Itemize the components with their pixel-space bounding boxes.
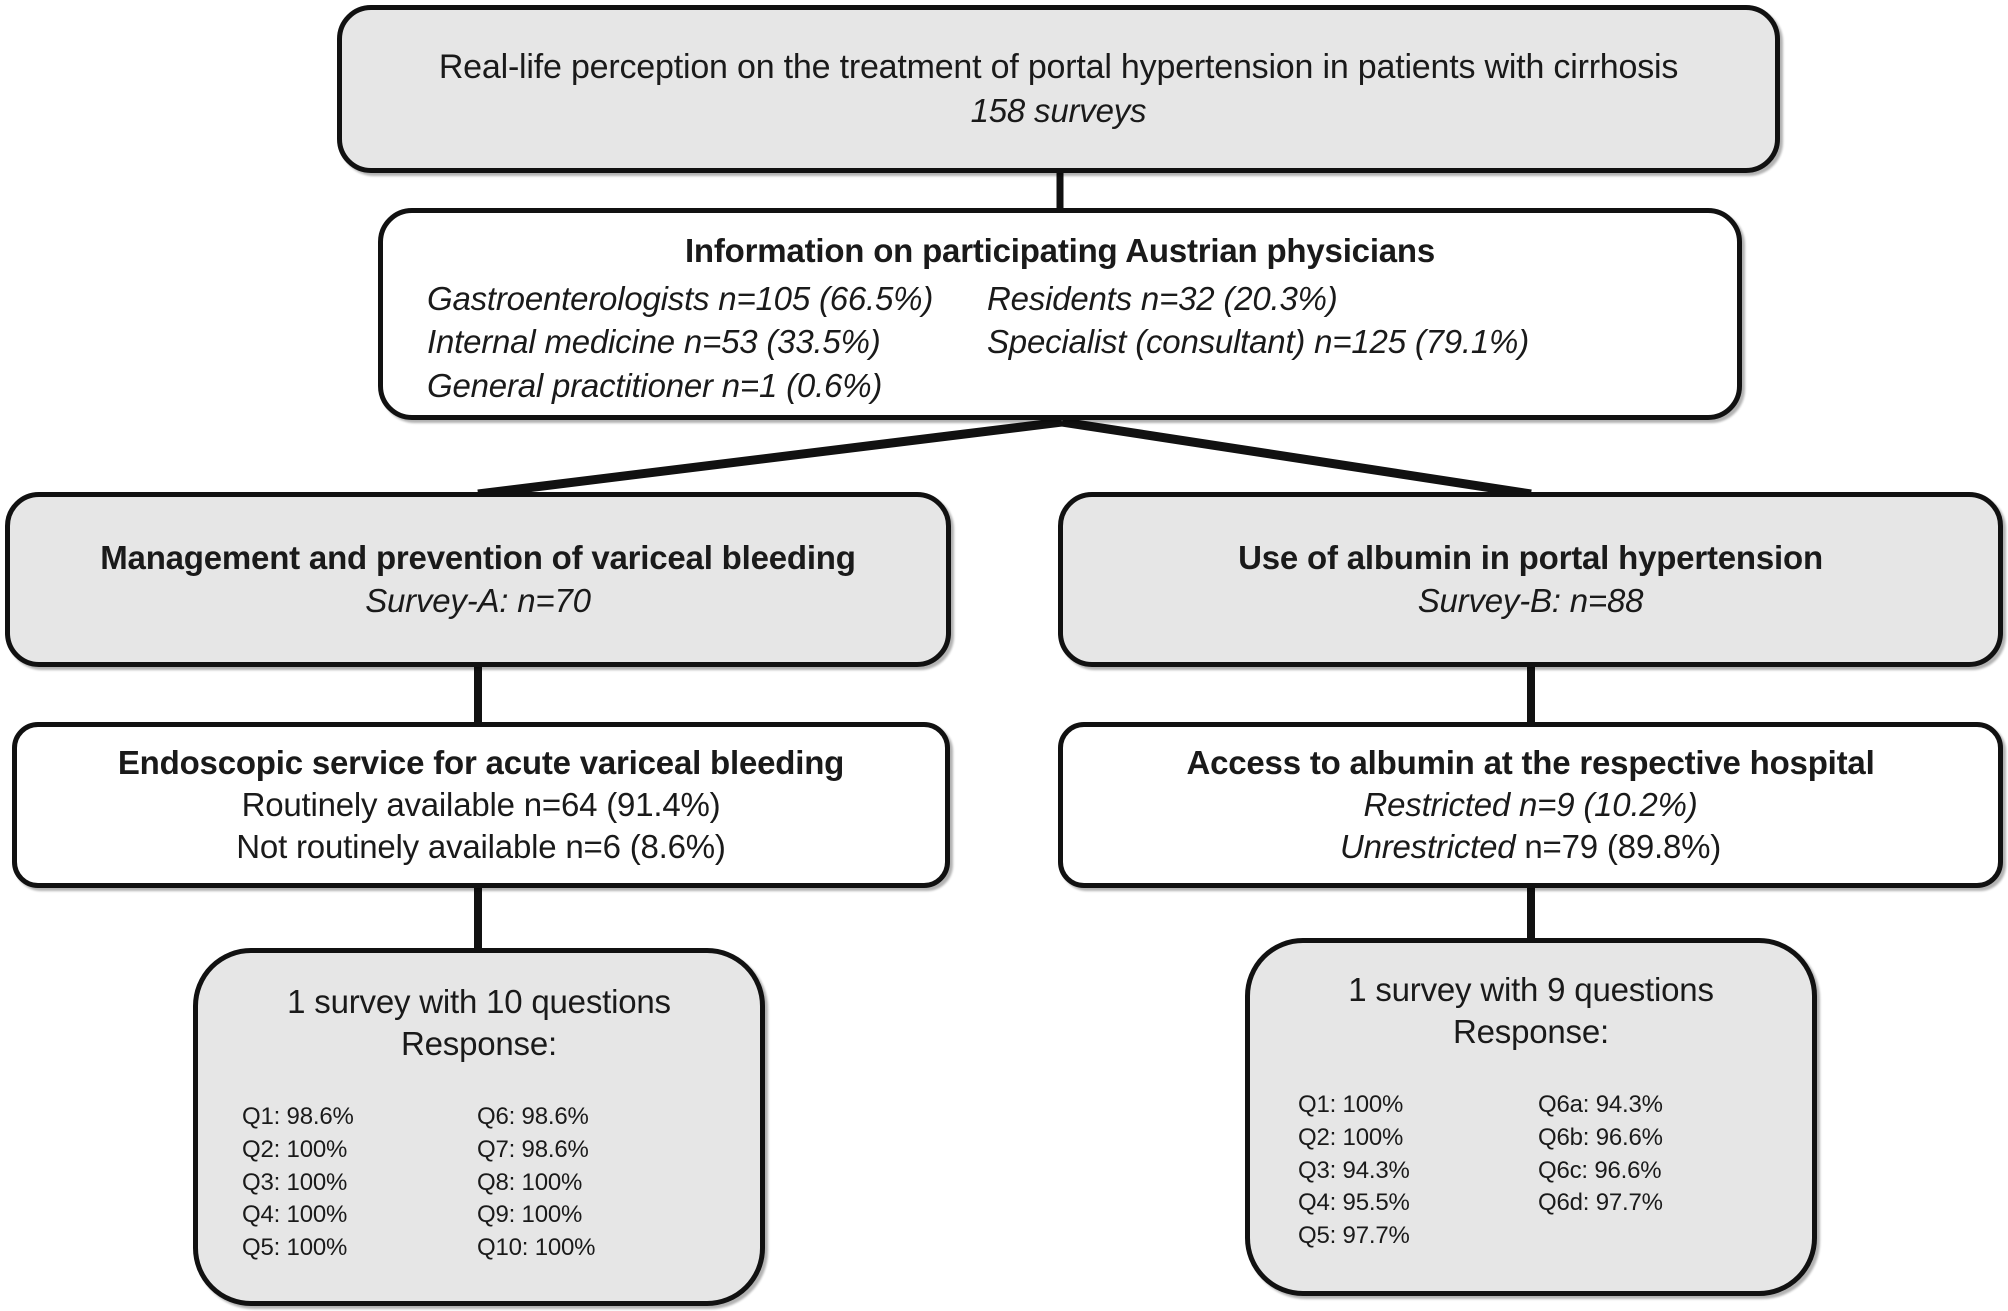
albumin-unrestricted-label: Unrestricted bbox=[1339, 828, 1516, 866]
survey-b-question-column-left: Q1: 100% Q2: 100% Q3: 94.3% Q4: 95.5% Q5… bbox=[1298, 1089, 1538, 1252]
survey-a-q1: Q1: 98.6% bbox=[242, 1103, 354, 1131]
survey-a-question-column-right: Q6: 98.6% Q7: 98.6% Q8: 100% Q9: 100% Q1… bbox=[477, 1101, 595, 1264]
connector-physician-to-survey-a bbox=[477, 417, 1063, 499]
physician-column-left: Gastroenterologists n=105 (66.5%) Intern… bbox=[427, 277, 987, 408]
survey-a-question-columns: Q1: 98.6% Q2: 100% Q3: 100% Q4: 100% Q5:… bbox=[198, 1101, 760, 1264]
title-box: Real-life perception on the treatment of… bbox=[337, 5, 1780, 173]
survey-a-heading: Management and prevention of variceal bl… bbox=[100, 539, 856, 577]
survey-a-q6: Q6: 98.6% bbox=[477, 1103, 589, 1131]
endoscopic-routinely-available: Routinely available n=64 (91.4%) bbox=[241, 785, 721, 823]
physician-info-heading: Information on participating Austrian ph… bbox=[684, 232, 1436, 269]
survey-b-question-column-right: Q6a: 94.3% Q6b: 96.6% Q6c: 96.6% Q6d: 97… bbox=[1538, 1089, 1663, 1252]
survey-b-q2: Q2: 100% bbox=[1298, 1124, 1404, 1152]
survey-b-box: Use of albumin in portal hypertension Su… bbox=[1058, 492, 2003, 667]
survey-a-question-column-left: Q1: 98.6% Q2: 100% Q3: 100% Q4: 100% Q5:… bbox=[242, 1101, 477, 1264]
albumin-access-box: Access to albumin at the respective hosp… bbox=[1058, 722, 2003, 888]
survey-b-question-columns: Q1: 100% Q2: 100% Q3: 94.3% Q4: 95.5% Q5… bbox=[1250, 1089, 1812, 1252]
survey-a-q2: Q2: 100% bbox=[242, 1136, 348, 1164]
survey-b-questions-box: 1 survey with 9 questions Response: Q1: … bbox=[1245, 938, 1817, 1296]
survey-b-questions-heading: 1 survey with 9 questions bbox=[1348, 971, 1714, 1008]
survey-a-q9: Q9: 100% bbox=[477, 1201, 583, 1229]
survey-b-q1: Q1: 100% bbox=[1298, 1091, 1404, 1119]
physician-stat-internal-medicine: Internal medicine n=53 (33.5%) bbox=[427, 323, 881, 361]
survey-b-q6c: Q6c: 96.6% bbox=[1538, 1156, 1662, 1184]
survey-b-q4: Q4: 95.5% bbox=[1298, 1189, 1410, 1217]
physician-info-columns: Gastroenterologists n=105 (66.5%) Intern… bbox=[383, 277, 1737, 408]
title-subtitle: 158 surveys bbox=[970, 91, 1147, 129]
survey-a-q8: Q8: 100% bbox=[477, 1168, 583, 1196]
title-text: Real-life perception on the treatment of… bbox=[438, 48, 1679, 87]
survey-a-q10: Q10: 100% bbox=[477, 1233, 596, 1261]
physician-info-box: Information on participating Austrian ph… bbox=[378, 208, 1742, 420]
survey-a-questions-heading: 1 survey with 10 questions bbox=[287, 983, 671, 1020]
survey-b-q6a: Q6a: 94.3% bbox=[1538, 1091, 1663, 1119]
survey-b-response-label: Response: bbox=[1453, 1013, 1609, 1051]
survey-b-q6d: Q6d: 97.7% bbox=[1538, 1189, 1663, 1217]
survey-b-q5: Q5: 97.7% bbox=[1298, 1221, 1410, 1249]
connector-physician-to-survey-b bbox=[1061, 417, 1532, 499]
endoscopic-service-heading: Endoscopic service for acute variceal bl… bbox=[117, 743, 845, 781]
physician-stat-residents: Residents n=32 (20.3%) bbox=[987, 279, 1338, 317]
survey-b-subheading: Survey-B: n=88 bbox=[1417, 581, 1644, 619]
endoscopic-not-routinely-available: Not routinely available n=6 (8.6%) bbox=[236, 828, 726, 866]
survey-a-questions-box: 1 survey with 10 questions Response: Q1:… bbox=[193, 948, 765, 1306]
physician-stat-general-practitioner: General practitioner n=1 (0.6%) bbox=[427, 366, 883, 404]
survey-a-q4: Q4: 100% bbox=[242, 1201, 348, 1229]
physician-stat-specialist: Specialist (consultant) n=125 (79.1%) bbox=[987, 323, 1529, 361]
survey-a-box: Management and prevention of variceal bl… bbox=[5, 492, 951, 667]
survey-a-q5: Q5: 100% bbox=[242, 1233, 348, 1261]
albumin-access-heading: Access to albumin at the respective hosp… bbox=[1186, 743, 1875, 781]
survey-a-subheading: Survey-A: n=70 bbox=[365, 581, 591, 619]
survey-a-q3: Q3: 100% bbox=[242, 1168, 348, 1196]
survey-b-heading: Use of albumin in portal hypertension bbox=[1238, 539, 1823, 577]
physician-stat-gastroenterologists: Gastroenterologists n=105 (66.5%) bbox=[427, 279, 934, 317]
survey-b-q6b: Q6b: 96.6% bbox=[1538, 1124, 1663, 1152]
albumin-access-restricted: Restricted n=9 (10.2%) bbox=[1363, 785, 1698, 823]
albumin-access-unrestricted: Unrestricted n=79 (89.8%) bbox=[1063, 826, 1998, 868]
survey-b-q3: Q3: 94.3% bbox=[1298, 1156, 1410, 1184]
physician-column-right: Residents n=32 (20.3%) Specialist (consu… bbox=[987, 277, 1547, 408]
endoscopic-service-box: Endoscopic service for acute variceal bl… bbox=[12, 722, 950, 888]
survey-a-response-label: Response: bbox=[401, 1025, 557, 1063]
albumin-unrestricted-value: n=79 (89.8%) bbox=[1515, 828, 1722, 866]
survey-a-q7: Q7: 98.6% bbox=[477, 1136, 589, 1164]
